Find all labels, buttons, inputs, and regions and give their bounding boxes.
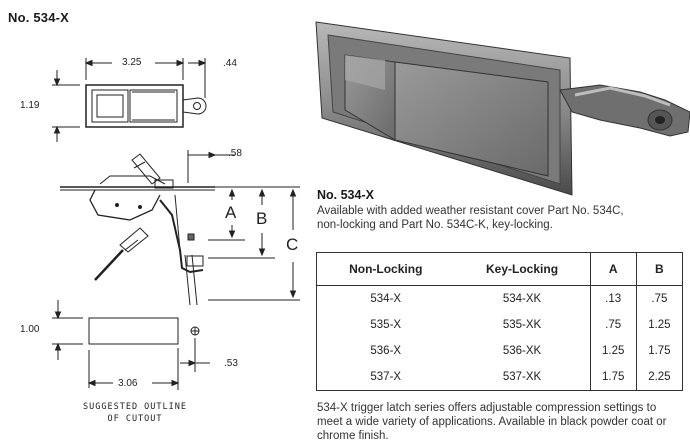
product-photo xyxy=(315,21,690,196)
cell-non-locking: 535-X xyxy=(370,319,402,331)
dim-a-label: A xyxy=(225,203,237,222)
caption-line-1: SUGGESTED OUTLINE xyxy=(83,402,187,412)
spec-table: Non-Locking Key-Locking A B 534-X 534-XK… xyxy=(316,252,683,391)
table-row: 535-X 535-XK .75 1.25 xyxy=(317,312,683,338)
header-non-locking: Non-Locking xyxy=(316,252,455,286)
cutout-outline xyxy=(88,317,179,345)
table-header-row: Non-Locking Key-Locking A B xyxy=(316,252,683,286)
caption-line-2: OF CUTOUT xyxy=(107,414,163,424)
cell-key-locking: 534-XK xyxy=(502,293,542,305)
cell-b: 2.25 xyxy=(635,364,683,391)
cell-b: 1.75 xyxy=(635,338,683,364)
table-row: 537-X 537-XK 1.75 2.25 xyxy=(317,364,683,391)
cell-b: .75 xyxy=(635,285,683,312)
header-key-locking: Key-Locking xyxy=(454,252,591,286)
cell-non-locking: 537-X xyxy=(370,371,402,383)
cell-non-locking: 534-X xyxy=(370,293,402,305)
cutout-height-label: 1.00 xyxy=(20,324,40,335)
dim-b-label: B xyxy=(256,209,268,228)
dim-c-label: C xyxy=(286,235,299,254)
dim-side-label: .58 xyxy=(228,148,242,159)
page-title: No. 534-X xyxy=(8,10,70,25)
cutout-offset-label: .53 xyxy=(224,358,238,369)
table-row: 536-X 536-XK 1.25 1.75 xyxy=(317,338,683,364)
header-b: B xyxy=(635,252,683,286)
latch-side-view xyxy=(89,189,161,221)
cell-a: 1.25 xyxy=(589,338,637,364)
cutout-caption: SUGGESTED OUTLINE OF CUTOUT xyxy=(60,401,210,425)
cell-key-locking: 536-XK xyxy=(502,345,542,357)
cell-non-locking: 536-X xyxy=(370,345,402,357)
dim-height-label: 1.19 xyxy=(20,100,40,111)
cell-a: .75 xyxy=(589,312,637,338)
product-description: Available with added weather resistant c… xyxy=(317,205,624,231)
dim-width-label: 3.25 xyxy=(122,57,142,68)
latch-top-view xyxy=(85,84,184,128)
cell-key-locking: 535-XK xyxy=(502,319,542,331)
table-row: 534-X 534-XK .13 .75 xyxy=(317,285,683,312)
header-a: A xyxy=(589,252,637,286)
cutout-width-label: 3.06 xyxy=(118,378,138,389)
product-footer-text: 534-X trigger latch series offers adjust… xyxy=(317,402,667,442)
cell-a: .13 xyxy=(589,285,637,312)
product-subtitle: No. 534-X xyxy=(317,188,374,202)
cell-key-locking: 537-XK xyxy=(502,371,542,383)
cell-b: 1.25 xyxy=(635,312,683,338)
dim-offset-label: .44 xyxy=(223,58,237,69)
cell-a: 1.75 xyxy=(589,364,637,391)
